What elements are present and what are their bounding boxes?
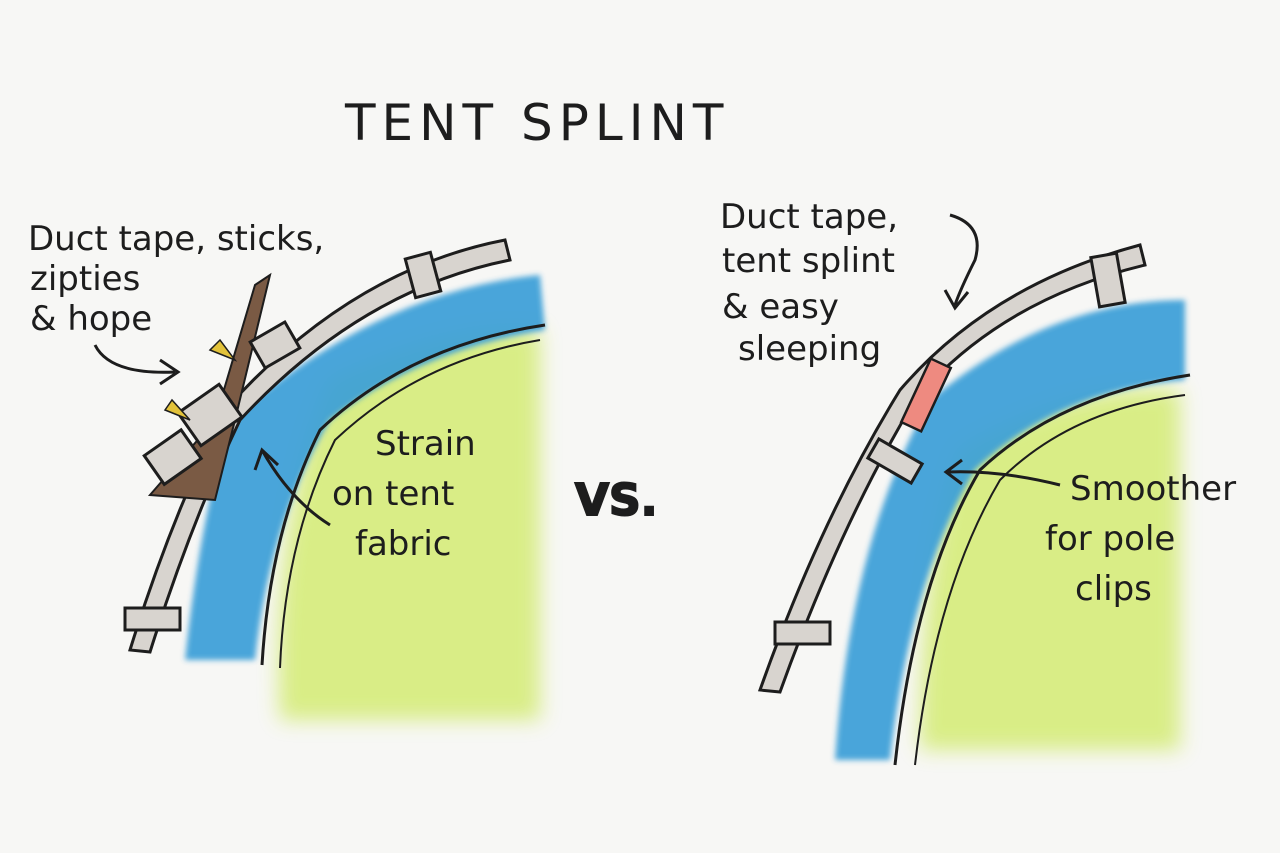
duct-tape: [248, 319, 302, 371]
arrow-to-strain: [253, 447, 331, 527]
arrow-to-splint: [93, 344, 181, 386]
right-tent-diagram: [757, 213, 1191, 766]
duct-tape: [175, 382, 245, 448]
smoother-label: Smoother for pole clips: [1045, 469, 1247, 609]
title: TENT SPLINT: [344, 94, 729, 152]
left-tent-pole: [128, 238, 512, 654]
right-tent-pole: [757, 243, 1147, 694]
arrow-to-splint-right: [943, 213, 979, 311]
right-caption: Duct tape, tent splint & easy sleeping: [720, 197, 909, 369]
ziptie: [208, 338, 238, 362]
right-fabric-edge: [893, 373, 1191, 766]
left-pole-clip: [123, 606, 182, 632]
right-inner-fabric-green: [920, 388, 1180, 750]
right-pole-clip: [1089, 251, 1127, 309]
left-caption: Duct tape, sticks, zipties & hope: [28, 219, 335, 339]
duct-tape: [142, 427, 204, 487]
left-tent-diagram: [93, 238, 546, 720]
vs-label: VS.: [575, 475, 657, 526]
left-inner-fabric-green: [278, 328, 540, 720]
strain-label: Strain on tent fabric: [332, 424, 487, 564]
left-pole-clip: [403, 250, 443, 300]
tent-splint-red: [899, 356, 953, 434]
left-fabric-edge: [260, 323, 546, 666]
right-pole-clip: [773, 620, 832, 646]
right-pole-clip: [865, 436, 925, 486]
arrow-to-fabric-right: [943, 458, 1061, 487]
ziptie: [163, 398, 191, 421]
